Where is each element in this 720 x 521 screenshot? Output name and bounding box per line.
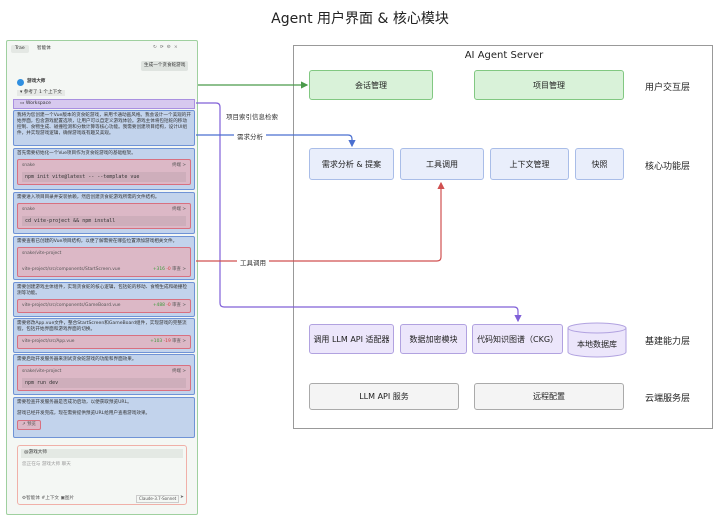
terminal-command: cd vite-project && npm install <box>22 216 186 226</box>
file-path[interactable]: vite-project/src/App.vue <box>22 339 75 344</box>
step-text: 首先需要初始化一个Vue项目作为贪食蛇游戏的基础框架。 <box>17 151 136 156</box>
refresh-icon[interactable]: ⟳ <box>159 45 167 50</box>
module-local-db: 本地数据库 <box>577 339 617 349</box>
module-tool-call: 工具调用 <box>400 148 484 180</box>
terminal-dir: snake <box>22 163 35 168</box>
gear-icon[interactable]: ⚙ <box>166 45 174 50</box>
step-text: 需要进入项目目录并安装依赖，然后创建贪食蛇游戏所需的文件结构。 <box>17 195 160 200</box>
review-button[interactable]: 审查 > <box>172 303 186 308</box>
file-card: vite-project/src/App.vue +103 -19 审查 > <box>17 335 191 349</box>
lines-added: +316 <box>152 267 165 272</box>
step-text: 游戏已经开发完成，现在需要提供预览URL给用户查看游戏效果。 <box>17 411 151 416</box>
terminal-command: npm run dev <box>22 378 186 388</box>
mention-bar: @游戏大师 <box>21 449 183 458</box>
dir-label: snake/vite-project <box>22 251 62 256</box>
step-init-project: 首先需要初始化一个Vue项目作为贪食蛇游戏的基础框架。 snake 终端 > npm… <box>13 148 195 190</box>
close-icon[interactable]: × <box>173 45 181 50</box>
agent-name: 游戏大师 <box>27 79 46 84</box>
user-message: 生成一个贪食蛇游戏 <box>141 61 189 71</box>
terminal-card: snake 终端 > npm init vite@latest -- --templ… <box>17 159 191 185</box>
terminal-card: snake 终端 > cd vite-project && npm install <box>17 203 191 229</box>
step-text: 需要创建游戏主体组件，实现贪食蛇的核心逻辑，包括蛇的移动、食物生成和碰撞检测等功… <box>17 285 187 296</box>
module-remote-config: 远程配置 <box>474 383 624 410</box>
arrow-retrieval <box>196 102 522 323</box>
header-icons[interactable]: ↻⟳⚙× <box>153 45 181 51</box>
module-session-mgmt: 会话管理 <box>309 70 433 100</box>
history-icon[interactable]: ↻ <box>153 45 160 50</box>
tool-image[interactable]: 图片 <box>64 496 75 501</box>
module-encryption: 数据加密模块 <box>400 324 467 354</box>
step-text: 需要检查开发服务器是否成功启动，以便获取预览URL。 <box>17 400 132 405</box>
terminal-card: snake/vite-project 终端 > npm run dev <box>17 365 191 391</box>
file-path[interactable]: vite-project/src/components/GameBoard.vu… <box>22 303 121 308</box>
edge-label-tool-call: 工具调用 <box>237 257 269 267</box>
layer-core: 核心功能层 <box>645 162 691 172</box>
edge-label-retrieval: 项目索引信息检索 <box>223 111 281 121</box>
review-button[interactable]: 审查 > <box>172 267 186 272</box>
edge-label-analysis: 需求分析 <box>234 131 266 141</box>
step-create-gameboard: 需要创建游戏主体组件，实现贪食蛇的核心逻辑，包括蛇的移动、食物生成和碰撞检测等功… <box>13 282 195 317</box>
agent-avatar <box>17 79 24 86</box>
tab-trae[interactable]: Trae <box>11 45 29 53</box>
step-text: 需要查看已创建的Vue项目结构，以便了解需要在哪些位置添加游戏相关文件。 <box>17 239 178 244</box>
preview-button[interactable]: ↗ 预览 <box>17 420 41 430</box>
layer-cloud: 云端服务层 <box>645 394 691 404</box>
chat-input-box[interactable]: @游戏大师 您正在与 游戏大师 聊天 ⚙智能体 #上下文 ▣图片 Claude-… <box>17 445 187 505</box>
module-project-mgmt: 项目管理 <box>474 70 624 100</box>
agent-intro: 我将为您创建一个Vue版本的贪食蛇游戏，采用卡通动画风格。我会设计一个美观的开始… <box>13 110 195 146</box>
terminal-open-button[interactable]: 终端 > <box>172 207 186 212</box>
tool-agent[interactable]: 智能体 <box>26 496 40 501</box>
tool-context[interactable]: 上下文 <box>45 496 60 501</box>
context-ref-label: 参考了 1 个上下文 <box>23 90 62 95</box>
agent-mention[interactable]: @游戏大师 <box>24 450 47 455</box>
agent-chat-panel: Trae 智能体 ↻⟳⚙× 生成一个贪食蛇游戏 游戏大师 ▾ 参考了 1 个上下… <box>6 40 198 515</box>
step-preview: 需要检查开发服务器是否成功启动，以便获取预览URL。 游戏已经开发完成，现在需要… <box>13 397 195 438</box>
step-view-structure: 需要查看已创建的Vue项目结构，以便了解需要在哪些位置添加游戏相关文件。 sna… <box>13 236 195 280</box>
module-llm-adapter: 调用 LLM API 适配器 <box>309 324 394 354</box>
step-run-dev: 需要启动开发服务器来测试贪食蛇游戏的功能和界面效果。 snake/vite-pr… <box>13 354 195 395</box>
ai-agent-server: AI Agent Server <box>293 45 713 429</box>
module-context-mgmt: 上下文管理 <box>490 148 569 180</box>
step-install: 需要进入项目目录并安装依赖，然后创建贪食蛇游戏所需的文件结构。 snake 终端 … <box>13 192 195 234</box>
module-llm-api-service: LLM API 服务 <box>309 383 459 410</box>
model-selector[interactable]: Claude-3.7-Sonnet <box>136 495 180 503</box>
review-button[interactable]: 审查 > <box>172 339 186 344</box>
terminal-open-button[interactable]: 终端 > <box>172 369 186 374</box>
terminal-open-button[interactable]: 终端 > <box>172 163 186 168</box>
file-path[interactable]: vite-project/src/components/StartScreen.… <box>22 267 121 272</box>
module-snapshot: 快照 <box>575 148 624 180</box>
lines-deleted: -0 <box>166 267 171 272</box>
input-tools: ⚙智能体 #上下文 ▣图片 <box>22 496 75 501</box>
server-title: AI Agent Server <box>464 50 544 61</box>
workspace-reference[interactable]: ▭ Workspace <box>13 99 195 109</box>
layer-user-interaction: 用户交互层 <box>645 83 691 93</box>
lines-added: +488 <box>152 303 165 308</box>
layer-infra: 基建能力层 <box>645 337 691 347</box>
arrow-analysis <box>196 134 356 148</box>
context-reference-toggle[interactable]: ▾ 参考了 1 个上下文 <box>17 90 65 96</box>
chat-input[interactable]: 您正在与 游戏大师 聊天 <box>22 462 71 467</box>
step-text: 需要修改App.vue文件，整合StartScreen和GameBoard组件，… <box>17 321 187 332</box>
send-icon[interactable]: ➤ <box>180 495 184 500</box>
diagram-title: Agent 用户界面 & 核心模块 <box>271 11 449 27</box>
workspace-label: Workspace <box>25 101 51 106</box>
database-cylinder <box>567 322 627 358</box>
step-text: 需要启动开发服务器来测试贪食蛇游戏的功能和界面效果。 <box>17 357 137 362</box>
file-card: snake/vite-project vite-project/src/compo… <box>17 247 191 277</box>
tab-agent[interactable]: 智能体 <box>37 46 51 51</box>
terminal-dir: snake <box>22 207 35 212</box>
lines-deleted: -0 <box>166 303 171 308</box>
terminal-command: npm init vite@latest -- --template vue <box>22 172 186 182</box>
terminal-dir: snake/vite-project <box>22 369 62 374</box>
preview-label: 预览 <box>27 422 36 427</box>
module-ckg: 代码知识图谱（CKG） <box>472 324 563 354</box>
lines-deleted: -19 <box>163 339 171 344</box>
step-modify-app: 需要修改App.vue文件，整合StartScreen和GameBoard组件，… <box>13 318 195 353</box>
lines-added: +103 <box>150 339 163 344</box>
arrow-tool-call <box>196 181 445 262</box>
file-card: vite-project/src/components/GameBoard.vu… <box>17 299 191 313</box>
module-requirement-analysis: 需求分析 & 提案 <box>309 148 394 180</box>
